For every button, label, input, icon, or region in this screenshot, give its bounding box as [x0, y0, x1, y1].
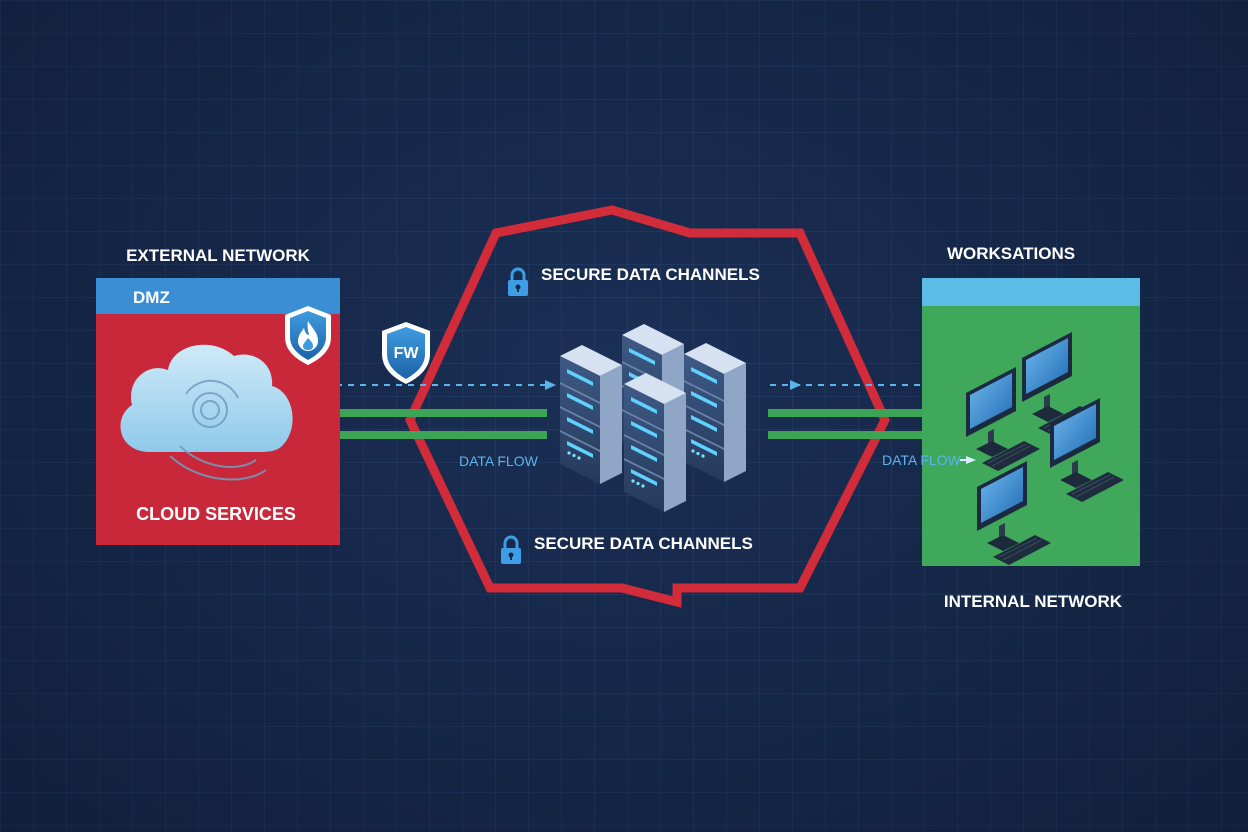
firewall-label: FW	[394, 345, 420, 362]
dmz-label: DMZ	[133, 288, 170, 307]
channel-right-top	[768, 409, 924, 417]
data-flow-right-arrow	[966, 456, 976, 464]
lock-icon	[506, 267, 530, 298]
channel-left-bottom	[293, 431, 547, 439]
channel-left-top	[293, 409, 547, 417]
workstations-label: WORKSATIONS	[947, 244, 1075, 263]
server-rack-icon	[624, 373, 686, 512]
server-rack-icon	[560, 345, 622, 484]
external-network-label: EXTERNAL NETWORK	[126, 246, 311, 265]
data-flow-right-label: DATA FLOW	[882, 452, 962, 468]
cloud-services-label: CLOUD SERVICES	[136, 504, 296, 524]
flow-line-left	[276, 380, 556, 390]
shield-fire-icon	[285, 306, 331, 365]
server-rack-icon	[684, 343, 746, 482]
data-flow-left-label: DATA FLOW	[459, 453, 539, 469]
shield-fw-icon	[382, 322, 430, 384]
secure-channels-bottom-label: SECURE DATA CHANNELS	[534, 534, 753, 553]
dmz-header	[96, 278, 340, 314]
server-cluster	[560, 324, 746, 512]
internal-network-header	[922, 278, 1140, 306]
data-flow-right-arrow-tail	[960, 459, 966, 461]
cloud-icon	[120, 344, 293, 481]
lock-icon	[499, 535, 523, 566]
channel-right-bottom	[768, 431, 924, 439]
secure-zone-hexagon	[405, 205, 890, 608]
internal-network-box	[922, 278, 1140, 566]
internal-network-label: INTERNAL NETWORK	[944, 592, 1123, 611]
secure-channels-top-label: SECURE DATA CHANNELS	[541, 265, 760, 284]
